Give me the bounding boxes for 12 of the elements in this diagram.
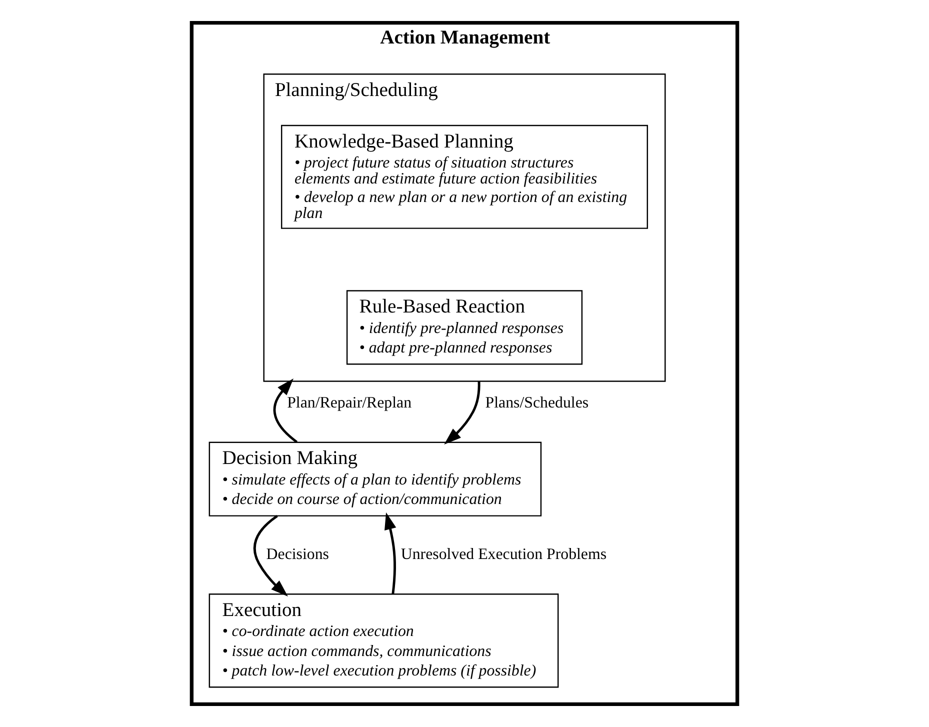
arrow [444, 381, 480, 445]
node-box: Execution • co-ordinate action execution • issue action commands, communications • patch low-level execution problems (if possible) [208, 594, 559, 688]
node-box: Rule-Based Reaction • identify pre-planned responses • adapt pre-planned responses [346, 290, 583, 365]
arrow [273, 378, 298, 444]
edge-label: Plans/Schedules [485, 394, 589, 412]
arrow [253, 515, 288, 597]
node-box: Knowledge-Based Planning • project future status of situation structures elements and estimate future action feasibilities • develop a new plan or a new portion of an existing plan [280, 124, 648, 229]
arrow [384, 512, 396, 594]
edge-label: Unresolved Execution Problems [400, 546, 607, 564]
node-box: Decision Making • simulate effects of a plan to identify problems • decide on course of action/communication [208, 442, 542, 516]
edge-label: Decisions [266, 546, 329, 564]
edge-label: Plan/Repair/Replan [287, 394, 412, 412]
